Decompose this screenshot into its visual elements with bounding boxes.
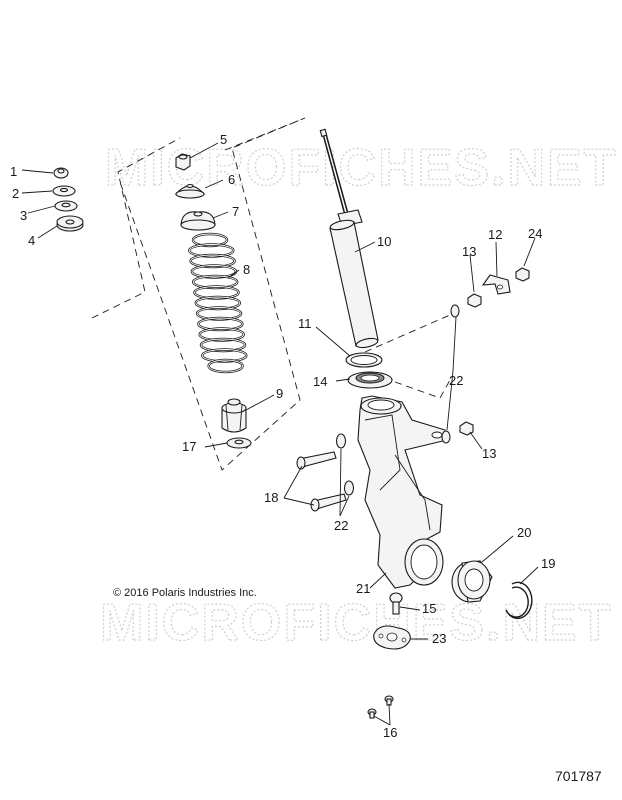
callout-13-upper: 13 [462,244,476,259]
callout-labels: 1 2 3 4 5 6 7 8 9 10 11 12 13 13 14 15 1… [10,132,555,740]
callout-8: 8 [243,262,250,277]
callout-21: 21 [356,581,370,596]
callout-5: 5 [220,132,227,147]
callout-18: 18 [264,490,278,505]
part-5-nut [175,153,191,171]
part-16-screws [367,695,394,719]
callout-15: 15 [422,601,436,616]
part-18-bolt-upper [296,451,337,470]
callout-23: 23 [432,631,446,646]
part-21-knuckle [357,395,448,589]
callout-22-upper: 22 [449,373,463,388]
callout-14: 14 [313,374,327,389]
part-23-plate [373,625,411,650]
part-13-nut-lower [459,421,474,436]
part-15-ball-joint [389,592,403,615]
callout-9: 9 [276,386,283,401]
part-4-bushing [56,215,84,232]
part-8-coil-spring [188,232,248,374]
callout-13-lower: 13 [482,446,496,461]
part-22-washer-upper [441,304,460,444]
callout-7: 7 [232,204,239,219]
part-24-nut [515,267,530,282]
leader-lines [21,142,539,726]
part-7-spring-seat [180,211,216,231]
callout-3: 3 [20,208,27,223]
part-1-nut [53,167,69,179]
callout-22-lower: 22 [334,518,348,533]
part-3-washer [54,200,78,212]
part-18-bolt-lower [310,493,347,512]
watermark-bottom: MICROFICHES.NET [100,594,612,652]
spring-assembly-outline [91,117,306,471]
part-11-o-ring [345,352,383,368]
callout-11: 11 [298,316,312,331]
copyright-text: © 2016 Polaris Industries Inc. [113,587,257,599]
callout-1: 1 [10,164,17,179]
callout-20: 20 [517,525,531,540]
part-6-dome [174,183,206,199]
callout-24: 24 [528,226,542,241]
callout-6: 6 [228,172,235,187]
part-14-retainer [347,371,393,389]
callout-4: 4 [28,233,35,248]
callout-12: 12 [488,227,502,242]
callout-19: 19 [541,556,555,571]
shock-mount-outline [364,314,451,399]
part-2-washer [52,185,76,197]
callout-17: 17 [182,439,196,454]
part-20-bearing [451,560,493,603]
callout-16: 16 [383,725,397,740]
part-22-washer-lower [335,433,355,496]
part-13-nut-upper [467,293,482,308]
part-10-shock-absorber [319,128,379,349]
callout-10: 10 [377,234,391,249]
part-19-snap-ring [505,581,533,620]
document-number: 701787 [555,768,602,784]
part-17-washer [226,437,252,449]
part-12-clip [481,274,511,295]
part-9-bump-stop [221,398,247,433]
callout-2: 2 [12,186,19,201]
